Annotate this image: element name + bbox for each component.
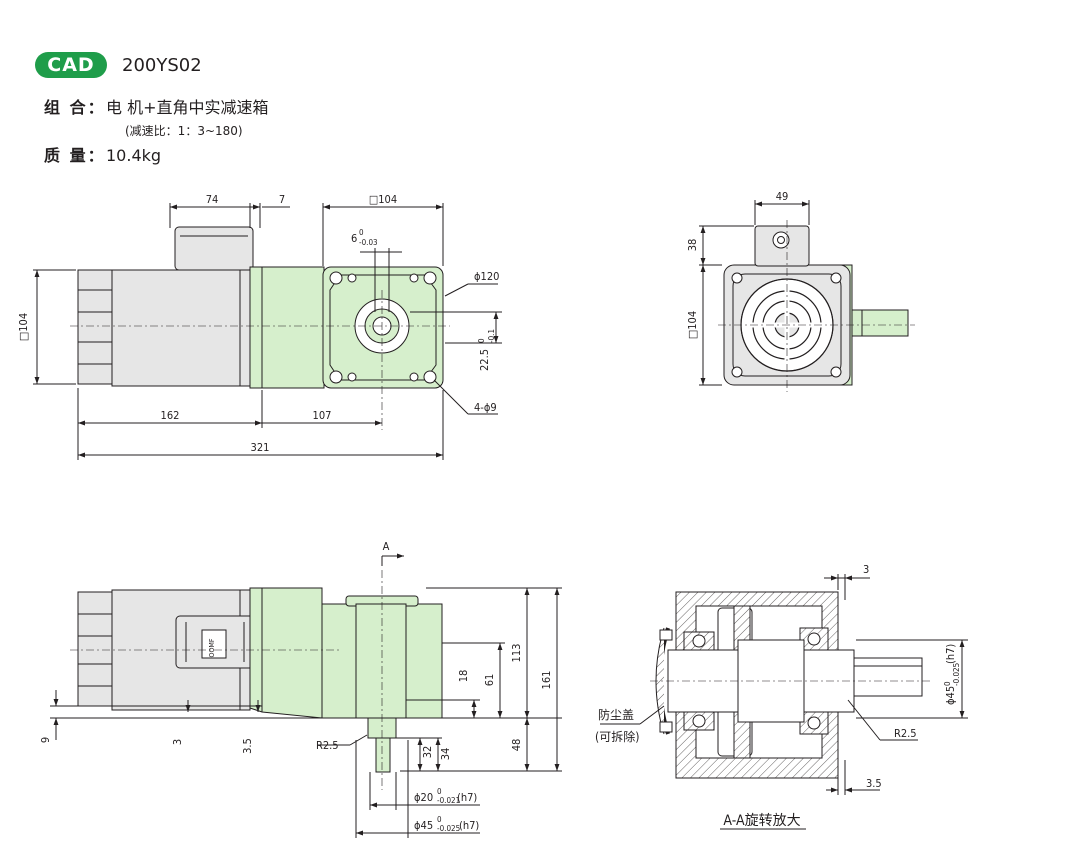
side-dim-113: 113	[510, 644, 523, 663]
dim-22-5-tol-lower: -0.1	[487, 329, 496, 343]
side-dim-phi20-tol-upper: 0	[437, 787, 442, 796]
side-dim-3-5: 3.5	[241, 738, 254, 754]
combination-value: 电 机+直角中实减速箱	[106, 98, 269, 117]
mass-value: 10.4kg	[106, 146, 162, 165]
combination-row: 组 合：电 机+直角中实减速箱	[44, 97, 269, 119]
mass-row: 质 量：10.4kg	[44, 145, 161, 167]
ratio-note: (减速比：1：3~180)	[125, 124, 243, 138]
front-view	[33, 203, 502, 460]
end-dim-sq104: □104	[686, 311, 699, 339]
dust-cover-label: 防尘盖	[598, 707, 634, 722]
dim-162: 162	[161, 409, 180, 422]
combination-label: 组 合：	[44, 98, 106, 117]
dim-74: 74	[206, 193, 219, 206]
side-dim-phi20-fit: (h7)	[457, 791, 477, 804]
side-dim-48: 48	[510, 739, 523, 752]
section-dim-phi45-fit: (h7)	[944, 644, 957, 664]
side-dim-161: 161	[540, 671, 553, 690]
side-dim-9: 9	[39, 737, 52, 743]
end-dim-49: 49	[776, 190, 789, 203]
dim-22-5: 22.5	[478, 349, 491, 371]
side-dim-34: 34	[439, 748, 452, 761]
section-caption: A-A旋转放大	[723, 813, 800, 829]
dim-107: 107	[313, 409, 332, 422]
side-dim-phi45: ϕ45	[414, 819, 433, 832]
cad-badge[interactable]: CAD	[35, 52, 107, 78]
section-dim-phi45-tol-lower: -0.025	[952, 663, 961, 686]
side-view	[50, 553, 562, 838]
dim-7: 7	[279, 193, 285, 206]
dim-key-width: 6	[351, 232, 357, 245]
dim-sq104-left: □104	[17, 313, 30, 341]
side-dim-phi45-fit: (h7)	[459, 819, 479, 832]
side-dim-phi20-tol-lower: -0.021	[437, 796, 460, 805]
section-dim-3: 3	[863, 563, 869, 576]
end-dim-38: 38	[686, 239, 699, 252]
dim-22-5-tol-upper: 0	[477, 338, 486, 343]
section-marker: A	[383, 540, 390, 553]
section-view-labels: 3 ϕ45 0 -0.025 (h7) R2.5 3.5 防尘盖 (可拆除) A…	[595, 563, 961, 829]
side-dim-61: 61	[483, 674, 496, 687]
side-dim-phi45-tol-upper: 0	[437, 815, 442, 824]
section-dim-phi45: ϕ45	[944, 686, 957, 705]
dust-cover-note: (可拆除)	[595, 729, 639, 744]
mass-label: 质 量：	[44, 146, 106, 165]
side-dim-phi20: ϕ20	[414, 791, 433, 804]
side-dim-18: 18	[457, 670, 470, 683]
section-dim-phi45-tol-upper: 0	[943, 681, 952, 686]
dim-dia120: ϕ120	[474, 270, 499, 283]
dim-holes: 4-ϕ9	[474, 401, 497, 414]
dim-sq104-top: □104	[369, 193, 397, 206]
dim-321: 321	[251, 441, 270, 454]
side-dim-phi45-tol-lower: -0.025	[437, 824, 460, 833]
end-view-labels: 49 38 □104	[686, 190, 788, 339]
dim-key-tol-upper: 0	[359, 228, 364, 237]
side-dim-r2-5: R2.5	[316, 739, 339, 752]
nameplate-text: OOMF	[208, 638, 216, 657]
section-view	[600, 574, 968, 830]
model-number: 200YS02	[122, 55, 202, 76]
dim-key-tol-lower: -0.03	[359, 238, 378, 247]
side-dim-32: 32	[421, 746, 434, 759]
section-dim-3-5: 3.5	[866, 777, 882, 790]
side-view-labels: A OOMF 113 161 61 18 48 9 3 3.5 R2.5 32 …	[39, 540, 553, 833]
side-dim-3: 3	[171, 739, 184, 745]
section-dim-r2-5: R2.5	[894, 727, 917, 740]
end-view	[699, 200, 915, 392]
spec-header: CAD 200YS02 组 合：电 机+直角中实减速箱 (减速比：1：3~180…	[0, 0, 1078, 180]
front-view-labels: 74 7 □104 6 0 -0.03 ϕ120 □104 22.5 0 -0.…	[17, 193, 499, 454]
